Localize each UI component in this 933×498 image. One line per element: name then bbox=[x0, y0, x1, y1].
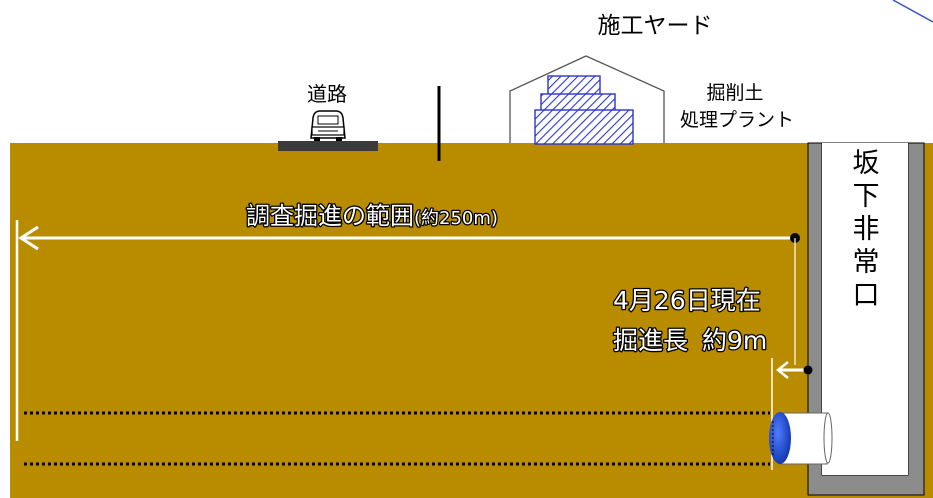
shaft-label-char: 常 bbox=[853, 247, 880, 278]
progress-length-label: 掘進長約9m bbox=[613, 326, 767, 355]
shaft-label: 坂 下 非 常 口 bbox=[853, 148, 880, 311]
spoil-plant-icon bbox=[534, 75, 634, 145]
shaft-label-char: 非 bbox=[853, 214, 880, 245]
progress-arrowhead bbox=[775, 361, 789, 379]
shaft-label-char: 下 bbox=[853, 181, 880, 212]
road-surface bbox=[278, 141, 378, 151]
tunnel-boring-machine bbox=[769, 412, 833, 465]
survey-range-label: 調査掘進の範囲(約250m) bbox=[246, 202, 498, 230]
road-label: 道路 bbox=[307, 82, 347, 106]
shaft-label-char: 口 bbox=[853, 280, 880, 311]
shaft-label-char: 坂 bbox=[853, 148, 880, 179]
corner-decoration-line bbox=[892, 0, 933, 23]
yard-label: 施工ヤード bbox=[598, 13, 713, 39]
car-icon bbox=[310, 110, 346, 141]
tbm-cutter-face-icon bbox=[769, 412, 791, 464]
progress-date-label: 4月26日現在 bbox=[613, 286, 761, 315]
spoil-plant-label-line1: 掘削土 bbox=[706, 82, 763, 104]
shaft-interior bbox=[822, 143, 908, 475]
progress-end-dot bbox=[803, 365, 813, 375]
survey-range-arrowhead bbox=[18, 225, 39, 251]
spoil-plant-label-line2: 処理プラント bbox=[680, 109, 794, 131]
